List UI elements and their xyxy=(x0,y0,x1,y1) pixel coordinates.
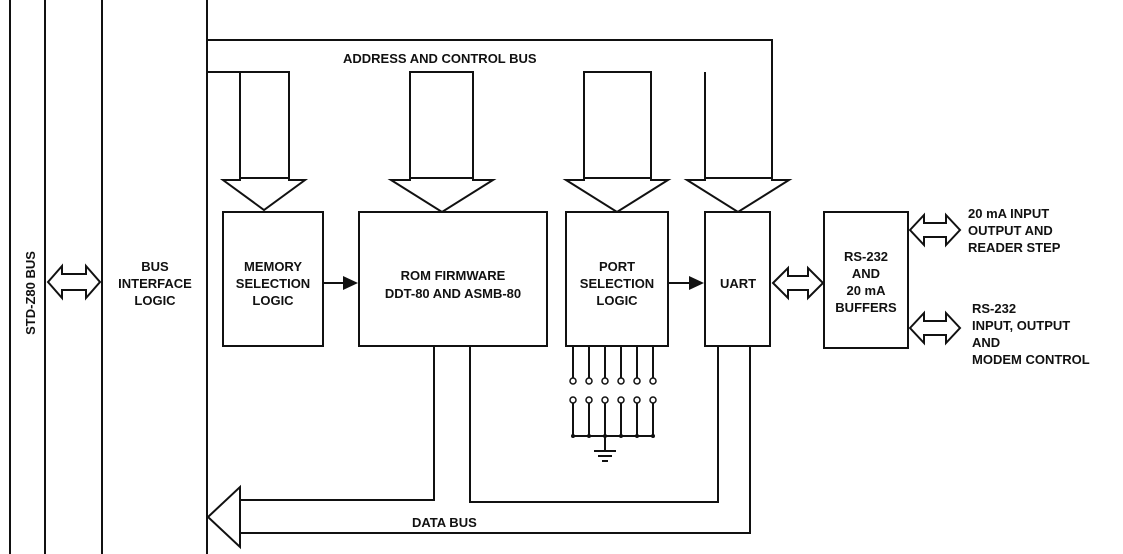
memory-selection-label-1: MEMORY xyxy=(244,259,302,274)
address-arrow-port xyxy=(562,177,672,214)
rs232-buffers-block: RS-232 AND 20 mA BUFFERS xyxy=(823,211,909,349)
data-bus-label: DATA BUS xyxy=(412,515,477,530)
address-arrow-uart xyxy=(683,177,793,214)
rs232-label-1: RS-232 xyxy=(972,301,1016,316)
address-arrow-memory xyxy=(219,177,309,212)
rs232-label-2: INPUT, OUTPUT xyxy=(972,318,1070,333)
rs232-label-4: MODEM CONTROL xyxy=(972,352,1090,367)
current-loop-label-3: READER STEP xyxy=(968,240,1061,255)
rom-firmware-label-1: ROM FIRMWARE xyxy=(401,268,506,283)
std-bus-bidirectional-arrow xyxy=(46,263,102,301)
port-selection-logic-block: PORT SELECTION LOGIC xyxy=(565,211,669,347)
rs232-label-3: AND xyxy=(972,335,1000,350)
std-z80-bus: STD-Z80 BUS xyxy=(9,0,46,554)
current-loop-label-1: 20 mA INPUT xyxy=(968,206,1049,221)
jumper-contact-top xyxy=(585,377,593,385)
port-selection-label-3: LOGIC xyxy=(596,293,638,308)
address-control-bus-lines xyxy=(207,39,773,178)
jumper-contact-top xyxy=(617,377,625,385)
rom-firmware-block: ROM FIRMWARE DDT-80 AND ASMB-80 xyxy=(358,211,548,347)
rs232-bidirectional-arrow xyxy=(908,310,962,346)
address-arrow-rom xyxy=(387,177,497,214)
jumper-contact-bottom xyxy=(585,396,593,404)
jumper-contact-bottom xyxy=(649,396,657,404)
uart-buffers-bidirectional-arrow xyxy=(771,265,825,301)
buffers-label-3: 20 mA xyxy=(846,283,886,298)
buffers-label-2: AND xyxy=(852,266,880,281)
current-loop-bidirectional-arrow xyxy=(908,212,962,248)
memory-selection-label-2: SELECTION xyxy=(236,276,310,291)
jumper-contact-bottom xyxy=(633,396,641,404)
rom-firmware-label-2: DDT-80 AND ASMB-80 xyxy=(385,286,521,301)
rs232-io-label: RS-232 INPUT, OUTPUT AND MODEM CONTROL xyxy=(972,301,1090,367)
uart-label: UART xyxy=(720,276,756,291)
current-loop-label-2: OUTPUT AND xyxy=(968,223,1053,238)
port-to-uart-arrowhead xyxy=(689,276,704,290)
jumper-contact-top xyxy=(569,377,577,385)
bus-interface-label-2: INTERFACE xyxy=(118,276,192,291)
jumper-contact-bottom xyxy=(617,396,625,404)
bus-interface-label-3: LOGIC xyxy=(134,293,176,308)
memory-selection-label-3: LOGIC xyxy=(252,293,294,308)
buffers-label-1: RS-232 xyxy=(844,249,888,264)
jumper-contact-bottom xyxy=(601,396,609,404)
memory-selection-logic-block: MEMORY SELECTION LOGIC xyxy=(222,211,324,347)
uart-block: UART xyxy=(704,211,771,347)
data-bus-arrow xyxy=(206,484,241,550)
port-address-jumpers xyxy=(569,346,657,438)
address-control-bus-label: ADDRESS AND CONTROL BUS xyxy=(343,51,537,66)
buffers-label-4: BUFFERS xyxy=(835,300,897,315)
current-loop-io-label: 20 mA INPUT OUTPUT AND READER STEP xyxy=(968,206,1061,255)
data-bus-lines xyxy=(240,346,751,534)
port-selection-label-1: PORT xyxy=(599,259,635,274)
jumper-contact-top xyxy=(649,377,657,385)
std-z80-bus-label: STD-Z80 BUS xyxy=(23,251,38,335)
bus-interface-logic-block: BUS INTERFACE LOGIC xyxy=(101,0,208,554)
jumper-contact-top xyxy=(601,377,609,385)
memory-to-rom-arrowhead xyxy=(343,276,358,290)
ground-symbol xyxy=(594,436,616,462)
port-selection-label-2: SELECTION xyxy=(580,276,654,291)
bus-interface-label-1: BUS xyxy=(141,259,169,274)
jumper-contact-bottom xyxy=(569,396,577,404)
jumper-contact-top xyxy=(633,377,641,385)
